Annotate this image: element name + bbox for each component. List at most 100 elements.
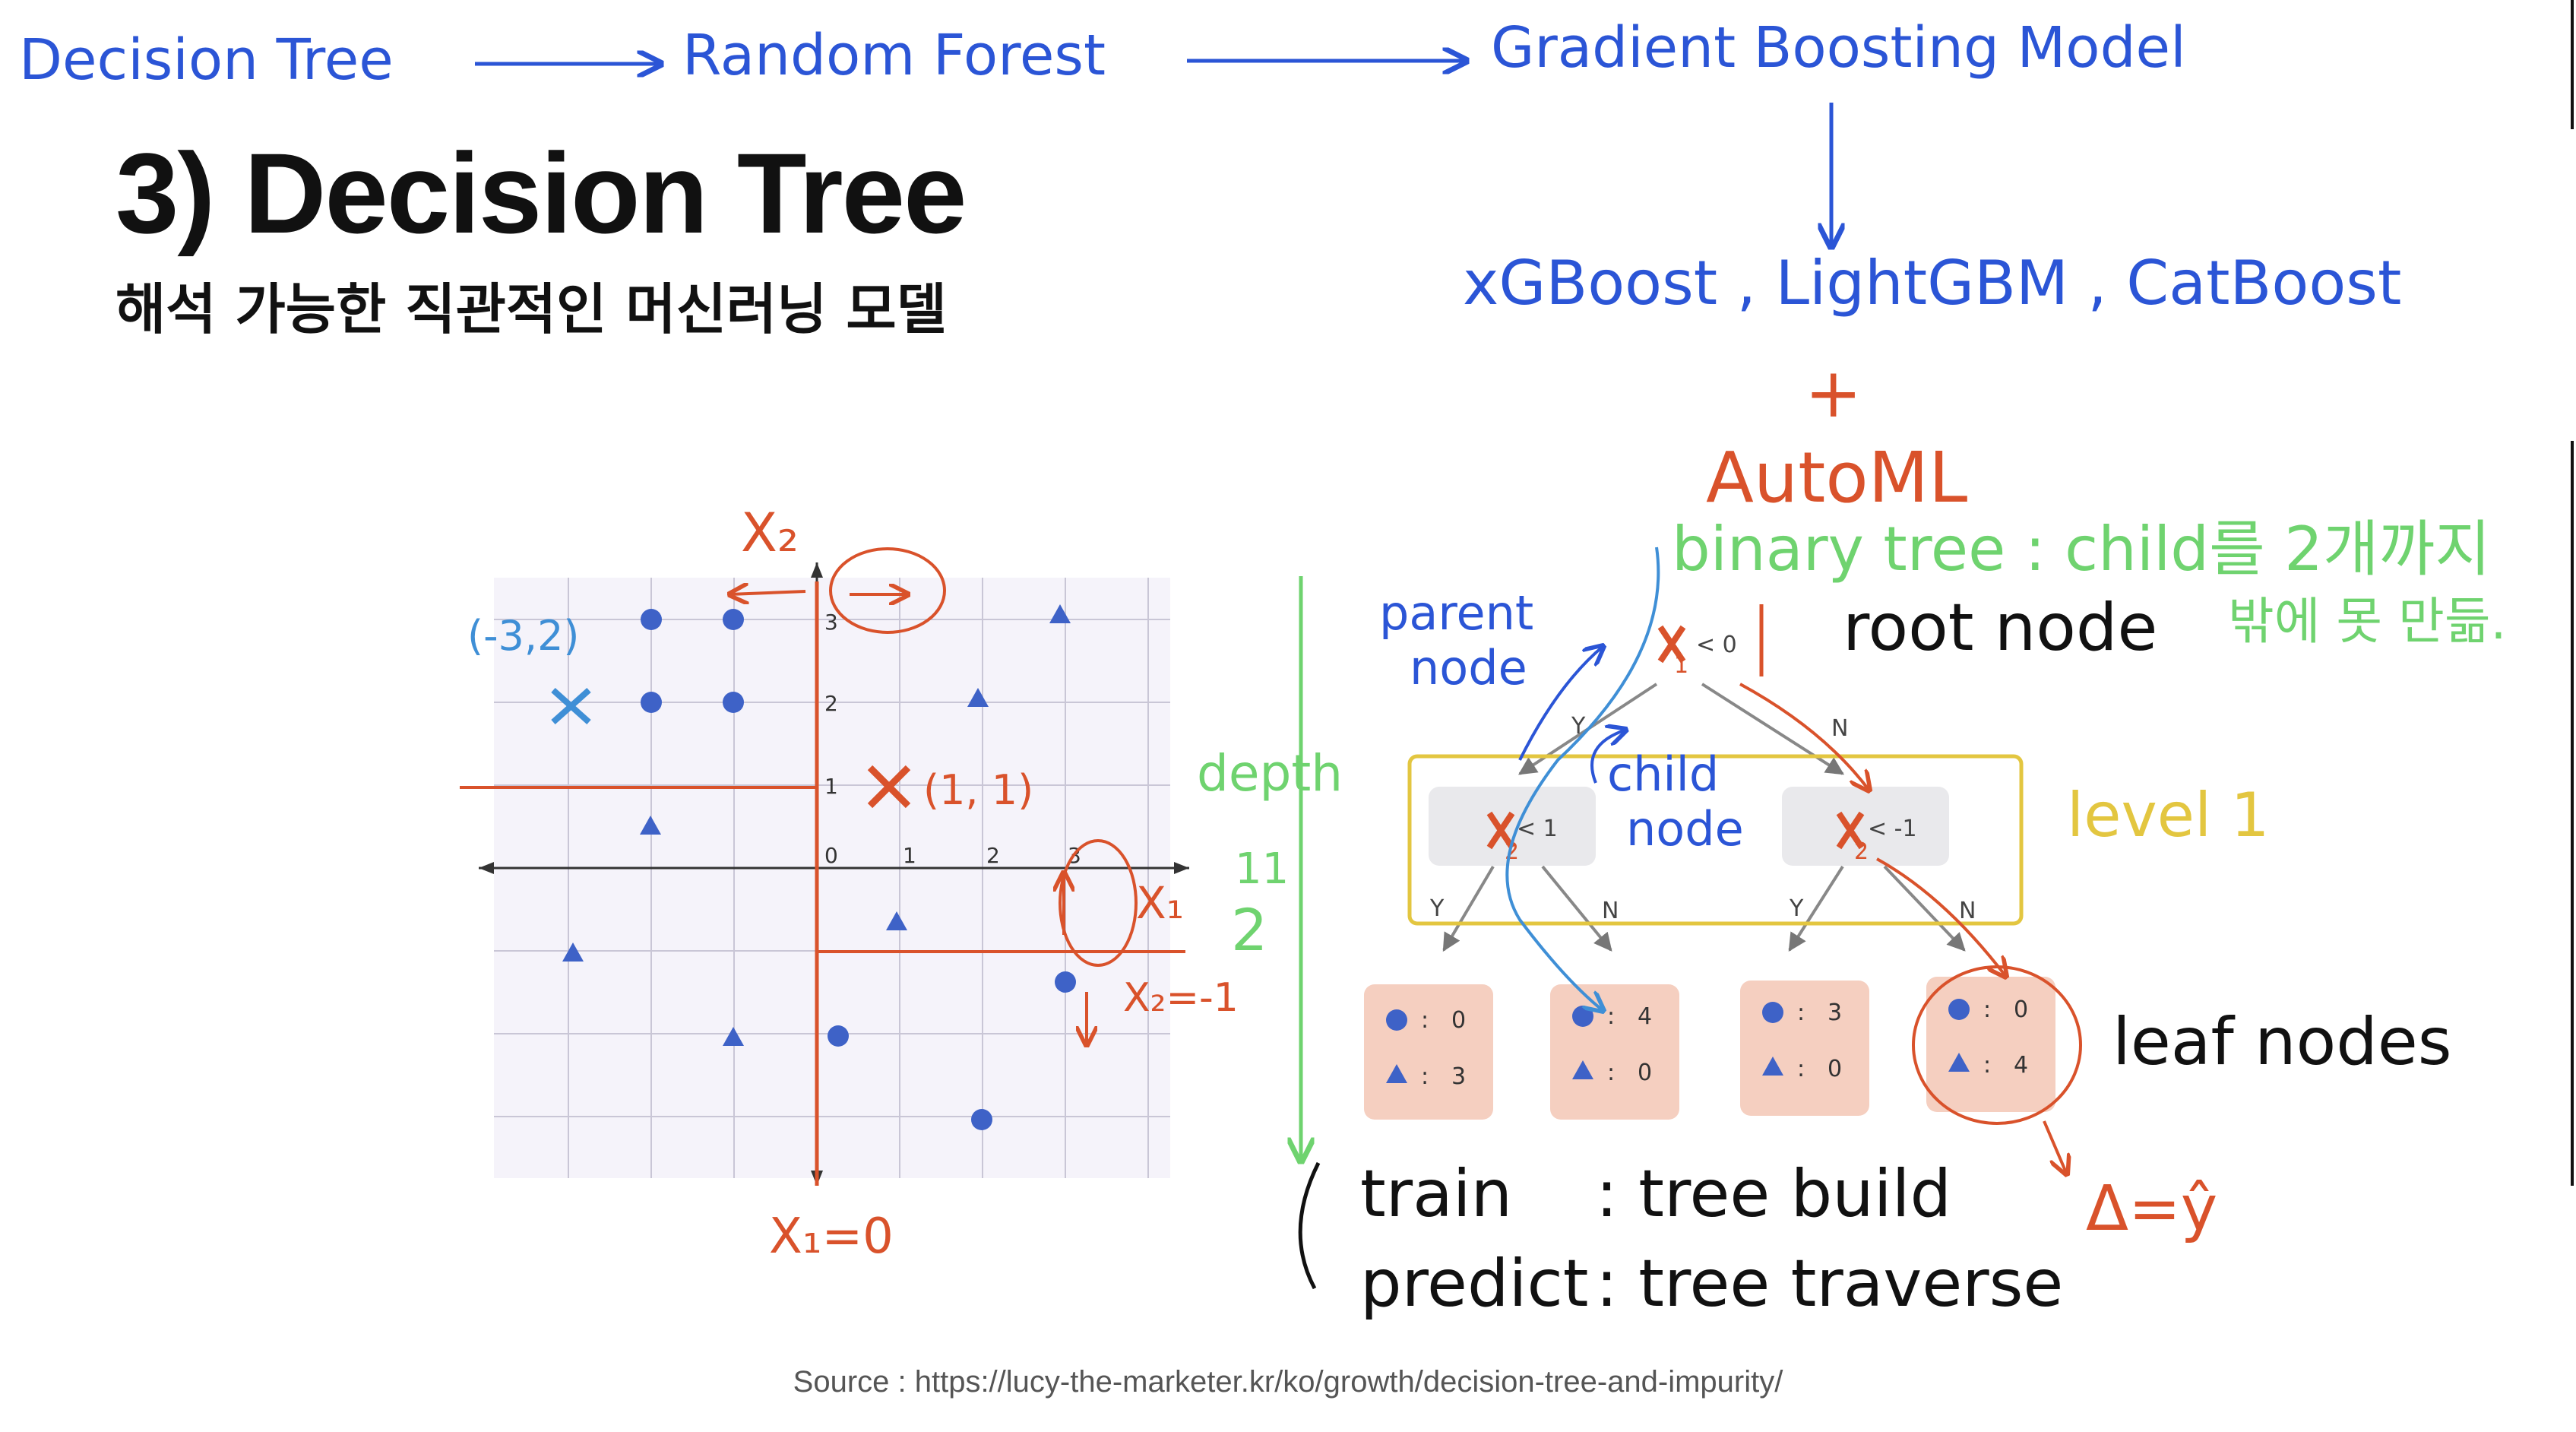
x2-circle-mark [829, 547, 946, 634]
leaf-colon: : [1983, 996, 1991, 1023]
root-x-mark [1657, 625, 1686, 664]
leaf-colon: : [1421, 1007, 1429, 1034]
yes-label: Y [1429, 895, 1445, 922]
leaf-to-prediction-arrow [2043, 1120, 2067, 1174]
point-circle [641, 692, 662, 713]
train-label: train [1360, 1156, 1512, 1232]
point-triangle [1049, 604, 1071, 623]
source-citation: Source : https://lucy-the-marketer.kr/ko… [793, 1365, 1783, 1399]
leaf-circle-count: 3 [1828, 1000, 1842, 1026]
red-x-mark [867, 765, 911, 809]
train-value: : tree build [1596, 1156, 1951, 1232]
point-triangle [967, 688, 989, 707]
root-subscript: 1 [1674, 652, 1688, 679]
edge-root-right [1701, 683, 1845, 775]
edge-left-right [1541, 865, 1612, 952]
y-tick-label: 3 [824, 610, 838, 635]
x-tick-label: 2 [986, 843, 1000, 868]
flow-random-forest: Random Forest [682, 23, 1106, 88]
y-tick-label: 1 [824, 774, 838, 799]
x-axis-arrow-left [479, 862, 494, 874]
leaf-circle-count: 4 [1638, 1003, 1652, 1030]
flow-gradient-boosting: Gradient Boosting Model [1491, 15, 2186, 81]
automl-label: AutoML [1706, 437, 1967, 518]
root-node: 1 < 0 [1657, 625, 1737, 679]
blue-x-mark [551, 688, 591, 724]
x2-split-note: X₂=-1 [1123, 975, 1239, 1021]
x1-note: X₁ [1136, 877, 1184, 929]
predict-label: predict [1360, 1246, 1588, 1322]
depth-marks: 11 [1235, 844, 1289, 894]
child-node-note-2: node [1626, 801, 1744, 857]
tree-diagram: Y N Y N Y N 1 < 0 2 < 1 2 < -1 [1364, 625, 2082, 1125]
left-x-mark [1486, 811, 1515, 850]
leaf-triangle-count: 4 [2014, 1052, 2028, 1079]
leaf-colon: : [1983, 1052, 1991, 1079]
no-label: N [1959, 898, 1976, 924]
right-condition: < -1 [1868, 816, 1917, 842]
leaf-triangle-icon [1386, 1064, 1407, 1083]
leaf-circle-icon [1762, 1002, 1783, 1023]
binary-tree-note: binary tree : child를 2개까지 [1672, 514, 2491, 585]
child-arrow [1590, 730, 1626, 784]
leaf-colon: : [1797, 1000, 1805, 1026]
binary-tree-note-2: 밖에 못 만듦. [2228, 592, 2507, 651]
y-axis-arrow-up [811, 562, 823, 578]
traverse-path [1505, 547, 1660, 1011]
leaf-circle-icon [1948, 999, 1970, 1020]
level1-box [1407, 754, 2024, 926]
root-node-note: root node [1843, 590, 2157, 666]
depth-value: 2 [1231, 896, 1267, 964]
point-note-blue: (-3,2) [467, 612, 580, 660]
left-condition: < 1 [1517, 816, 1558, 842]
leaf-colon: : [1607, 1060, 1615, 1086]
leaf-circle-count: 0 [1451, 1007, 1466, 1034]
right-subscript: 2 [1854, 838, 1869, 865]
parent-node-note: parent [1379, 585, 1533, 641]
leaf-colon: : [1607, 1003, 1615, 1030]
edge-right-left [1788, 865, 1844, 952]
point-circle [723, 609, 744, 630]
root-condition: < 0 [1696, 632, 1737, 658]
leaf-box [1364, 984, 1493, 1120]
edge-right-right [1883, 865, 1966, 952]
leaf-triangle-count: 0 [1638, 1060, 1652, 1086]
leaf-circle-icon [1572, 1006, 1593, 1027]
x1-circle-mark [1059, 839, 1138, 967]
point-circle [641, 609, 662, 630]
point-triangle [640, 816, 661, 835]
leaf-triangle-count: 3 [1451, 1063, 1466, 1090]
point-circle [828, 1025, 849, 1047]
leaf-triangle-icon [1762, 1057, 1783, 1076]
path-root-right [1739, 683, 1869, 790]
point-circle [723, 692, 744, 713]
x-tick-label: 1 [903, 843, 916, 868]
x-axis-arrow-right [1174, 862, 1189, 874]
x-tick-label: 0 [824, 843, 838, 868]
y-tick-label: 2 [824, 691, 838, 716]
yes-label: Y [1789, 895, 1804, 922]
x1-split-note: X₁=0 [769, 1209, 894, 1265]
internal-node-left [1429, 787, 1596, 866]
slide-title: 3) Decision Tree [116, 129, 967, 257]
prediction-note: Δ=ŷ [2086, 1173, 2217, 1245]
yes-label: Y [1571, 713, 1586, 740]
x2-left-arrow [729, 591, 806, 594]
leaf-triangle-icon [1572, 1060, 1593, 1079]
no-label: N [1831, 715, 1848, 742]
path-right-leaf [1876, 857, 2006, 977]
point-note-red: (1, 1) [923, 766, 1033, 814]
point-triangle [562, 943, 584, 962]
point-circle [1055, 971, 1076, 993]
internal-node-right [1782, 787, 1949, 866]
leaf-nodes-note: leaf nodes [2112, 1004, 2452, 1080]
leaf-colon: : [1421, 1063, 1429, 1090]
plus-sign: + [1805, 353, 1862, 433]
point-circle [971, 1109, 992, 1130]
predict-value: : tree traverse [1596, 1246, 2063, 1322]
edge-left-left [1442, 865, 1495, 952]
leaf-node: : 0 : 4 [1926, 977, 2055, 1112]
x2-axis-note: X₂ [741, 502, 799, 564]
leaf-node: : 4 : 0 [1550, 984, 1679, 1120]
point-triangle [723, 1027, 744, 1046]
